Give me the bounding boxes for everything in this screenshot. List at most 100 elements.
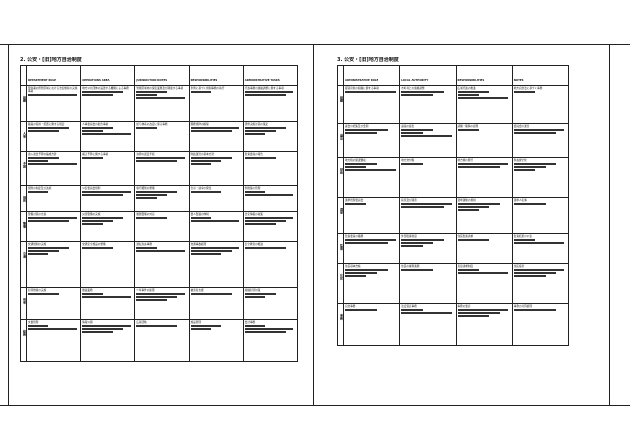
text-line-graphic [244,220,286,223]
left-col-header: OPERATIONS AREA [80,65,136,86]
table-cell: 監査結果の公表 [511,233,570,264]
cell-text: 治安情報の収集 [244,213,263,216]
text-line-graphic [82,223,103,226]
table-cell: 公安委員会規則 [80,185,136,212]
table-cell: 都道府県の組織に関する事項 [342,85,401,124]
text-line-graphic [190,253,222,256]
text-line-graphic [190,91,212,94]
table-cell: 警備計画の立案 [25,211,82,242]
text-line-graphic [457,309,509,312]
cell-text: 自治事務 [345,305,356,308]
text-line-graphic [244,191,266,194]
cell-text: 地方交付税 [401,159,415,162]
table-cell: 人事委員会の勧告事項 [80,121,136,152]
text-line-graphic [244,194,294,197]
row-heading-label: 予算 [22,162,27,168]
text-line-graphic [136,157,185,160]
text-line-graphic [28,250,59,253]
text-line-graphic [136,250,185,253]
right-col-header: NOTES [511,65,570,86]
text-line-graphic [401,203,452,206]
table-cell: 施行細則の整備 [134,185,190,212]
cell-text: 請願・陳情の処理 [457,125,479,128]
table-row: 規則規則の制定及び改廃公安委員会規則施行細則の整備告示・訓令の発出例規集の管理 [20,185,299,212]
text-line-graphic [513,309,557,312]
text-line-graphic [513,239,536,242]
table-cell: 広報活動 [134,319,190,362]
table-cell: 要人警護の体制 [188,211,244,242]
page-bottom-rule [0,405,630,406]
table-cell: 決算の認定手続 [134,151,190,186]
table-cell: 地方債の発行 [455,157,513,198]
cell-text: 住民監査請求 [457,235,474,238]
cell-text: 公安委員会規則 [82,187,101,190]
text-line-graphic [82,328,124,331]
text-line-graphic [82,191,131,194]
text-line-graphic [190,293,232,296]
text-line-graphic [136,217,168,220]
text-line-graphic [244,325,266,328]
table-cell: 規則の制定及び改廃 [25,185,82,212]
table-cell: 文書管理 [25,319,82,362]
text-line-graphic [244,296,266,299]
text-line-graphic [513,242,565,245]
text-line-graphic [136,299,168,302]
text-line-graphic [136,94,157,97]
cell-text: 都道府県の組織に関する事項 [345,87,379,90]
right-page-title: 3. 公安・[旧]地方自治制度 [337,57,399,63]
cell-text: 運転免許事務 [136,243,152,246]
text-line-graphic [401,242,434,245]
text-line-graphic [457,269,479,272]
text-line-graphic [345,309,377,312]
cell-text: 災害警備の実施 [82,213,101,216]
cell-text: 選挙人名簿 [513,199,527,202]
text-line-graphic [513,269,565,272]
table-cell: 会計事務 [242,319,299,362]
cell-text: 施行細則の整備 [136,187,155,190]
text-line-graphic [82,94,113,97]
table-row: 警備警備計画の立案災害警備の実施雑踏警備の対応要人警護の体制治安情報の収集 [20,211,299,242]
table-cell: 職員の任用・配置に関する規定 [25,121,82,152]
cell-text: 警備計画の立案 [28,213,47,216]
cell-text: 財政健全化 [513,159,527,162]
cell-text: 交通事故処理 [190,243,207,246]
text-line-graphic [345,91,396,94]
row-heading-label: 議会 [339,134,344,140]
left-document-page: 2. 公安・[旧]地方自治制度 DEPARTMENT ROLE OPERATIO… [20,57,299,362]
page-left-rule [8,44,9,406]
table-row: 人事職員の任用・配置に関する規定人事委員会の勧告事項給与体系の改定に係る事務服務… [20,121,299,152]
text-line-graphic [345,275,367,278]
text-line-graphic [190,160,222,163]
cell-text: 決算の認定手続 [136,153,155,156]
table-cell: 歳入歳出予算の編成方針 [25,151,82,186]
cell-text: 被害者支援 [190,289,204,292]
cell-text: 管轄区域内の保安業務及び関連する事項 [136,87,184,90]
table-cell: 運転免許事務 [134,241,190,288]
left-page-title: 2. 公安・[旧]地方自治制度 [20,57,82,63]
table-row: 監査監査委員の職務外部監査制度住民監査請求監査結果の公表 [337,233,570,264]
right-col-header: LOCAL AUTHORITY [399,65,457,86]
table-cell: 監査委員の報告 [242,151,299,186]
cell-text: 安全教育の推進 [244,243,263,246]
table-cell: 選挙運動の規制 [455,197,513,234]
table-cell: 地方交付税 [399,157,457,198]
cell-text: 警察署の所管区域における治安維持の実施事項 [28,87,78,94]
table-cell: 議案の提出 [399,123,457,158]
table-cell: 条例に基づく規制事務の執行 [188,85,244,122]
text-line-graphic [244,157,276,160]
left-document-table: DEPARTMENT ROLE OPERATIONS AREA JURISDIC… [20,65,299,362]
table-cell: 例規集の管理 [242,185,299,212]
text-line-graphic [513,272,557,275]
cell-text: 住民投票 [513,265,525,268]
cell-text: 広報活動 [136,321,147,324]
text-line-graphic [190,217,212,220]
cell-text: 地方税の賦課徴収 [345,159,366,162]
table-cell: 災害警備の実施 [80,211,136,242]
text-line-graphic [401,94,434,97]
text-line-graphic [136,325,178,328]
text-line-graphic [82,247,113,250]
text-line-graphic [82,127,113,130]
text-line-graphic [345,203,367,206]
right-col-header: ADMINISTRATIVE ROLE [342,65,401,86]
text-line-graphic [244,127,286,130]
